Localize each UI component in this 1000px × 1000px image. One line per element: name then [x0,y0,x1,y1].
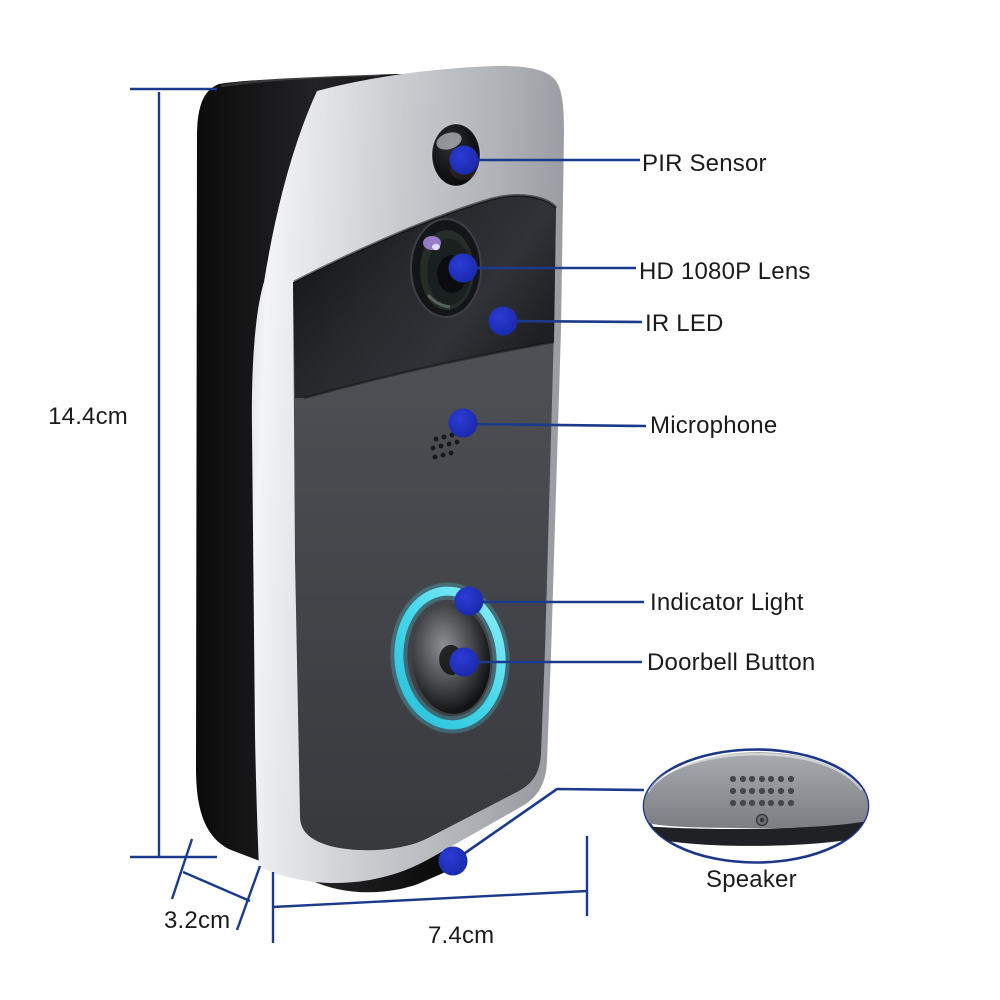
callout-label-lens: HD 1080P Lens [639,258,811,285]
dimension-label-height: 14.4cm [48,403,128,430]
doorbell-dot [449,647,479,677]
pir-dot [449,145,479,175]
microphone-callout-line [463,422,647,428]
microphone-dot [448,408,478,438]
depth-tick-2 [235,865,262,931]
indicator-dot [454,586,484,616]
speaker-inset [642,748,870,864]
depth-dimension-line [182,870,251,903]
screw [755,813,769,827]
callout-label-doorbell: Doorbell Button [647,649,816,676]
callout-label-microphone: Microphone [650,412,778,439]
callout-label-pir: PIR Sensor [642,150,767,177]
speaker-holes [729,775,795,807]
speaker-dot [438,846,468,876]
lens-dot [448,253,478,283]
callout-label-ir-led: IR LED [645,310,724,337]
callout-lines [454,158,647,862]
dimension-lines [130,87,589,943]
ir-led-dot [488,306,518,336]
indicator-ring [394,586,506,730]
dimension-label-width: 7.4cm [428,922,495,949]
back-shell-top-highlight [220,73,381,88]
callout-label-speaker: Speaker [706,866,797,893]
width-dimension-line [272,889,588,909]
depth-tick-1 [170,838,194,900]
speaker-body [644,752,868,828]
callout-label-indicator: Indicator Light [650,589,804,616]
face-top-seam [293,194,558,284]
speaker-callout-line [454,787,645,862]
callout-dots [438,145,518,876]
speaker-bottom-band [644,821,868,846]
ir-led-callout-line [503,319,643,324]
dimension-label-depth: 3.2cm [164,907,231,934]
doorbell-device [196,65,564,893]
window-bottom-seam [303,340,555,400]
